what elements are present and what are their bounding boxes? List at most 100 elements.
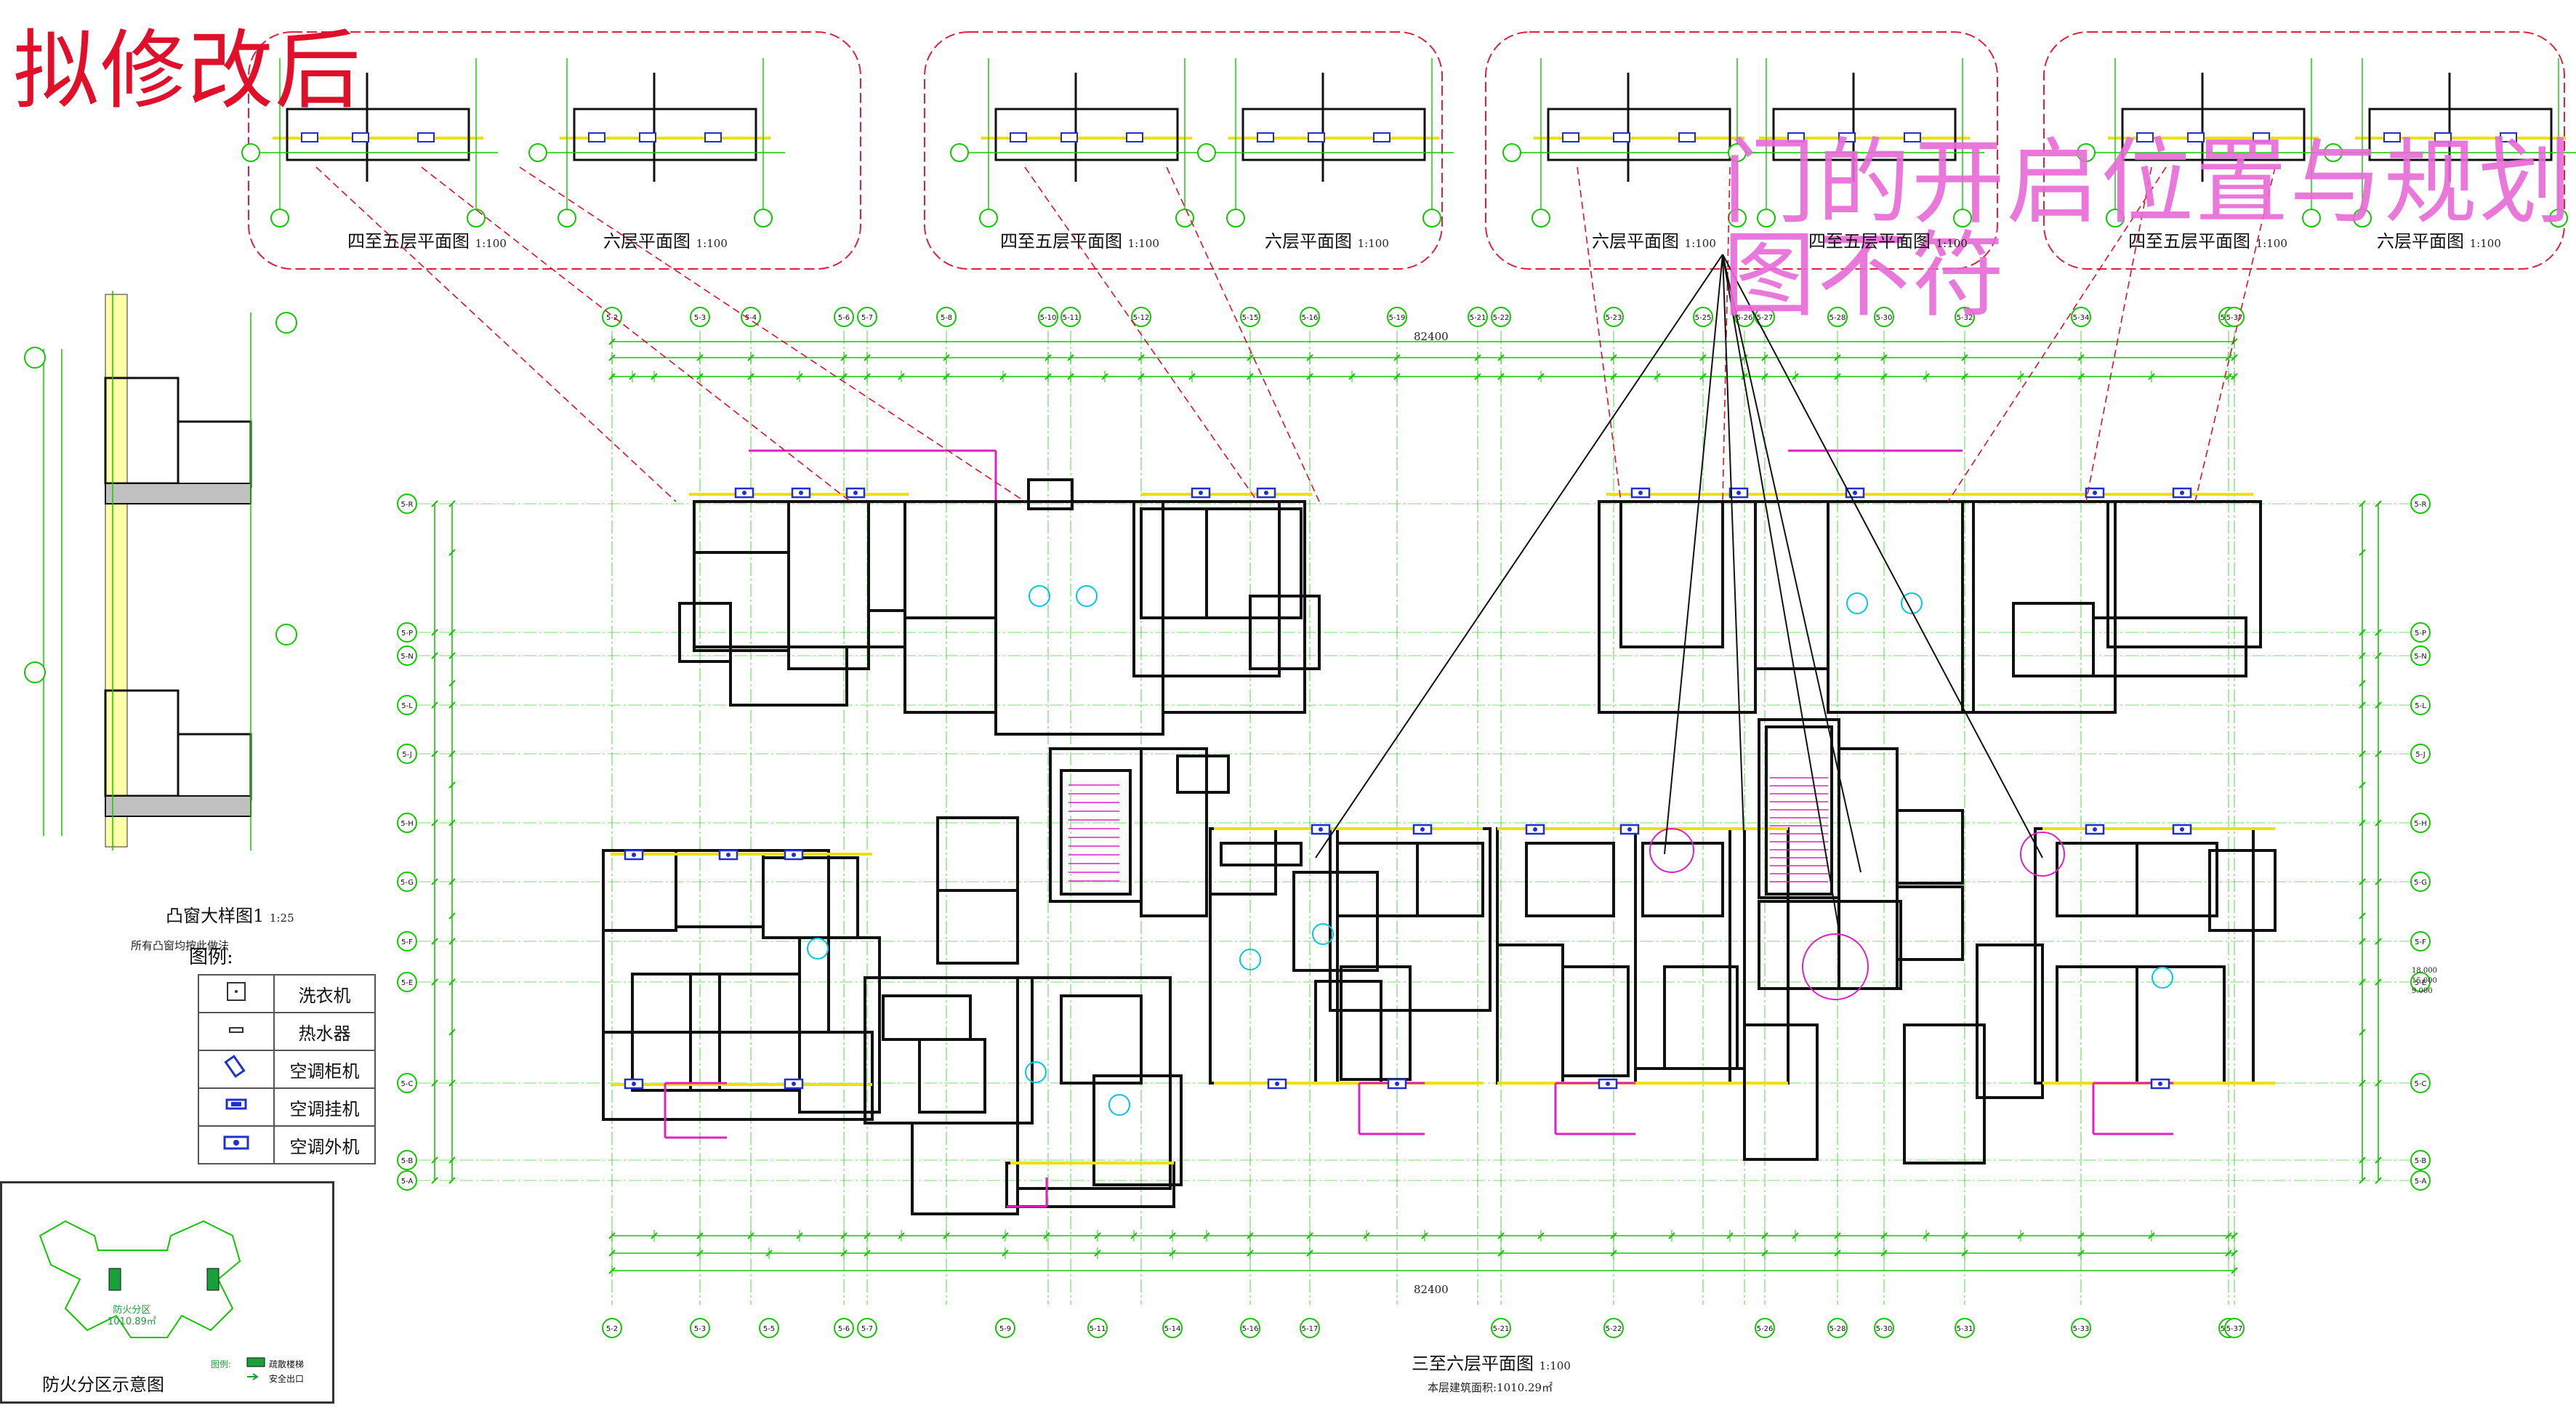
inset-caption-text: 六层平面图	[603, 231, 691, 252]
inset-box-1	[248, 31, 861, 270]
axis-bubble	[1060, 307, 1081, 327]
wall	[2136, 965, 2226, 1085]
axis-bubble	[1955, 307, 1975, 327]
leader-dashed	[315, 166, 677, 502]
axis-bubble	[2410, 1150, 2431, 1170]
wall	[1765, 725, 1833, 896]
ac-outdoor-unit-icon	[1373, 132, 1390, 142]
door-mark	[1649, 828, 1694, 873]
legend-row: 洗衣机	[198, 974, 376, 1013]
axis-label: 5-6	[838, 314, 850, 322]
axis-bubble	[1955, 1318, 1975, 1338]
axis-bubble	[2077, 143, 2096, 162]
dim-tick	[2359, 680, 2366, 687]
legend-label: 空调柜机	[273, 1050, 376, 1089]
dim-tick	[448, 878, 456, 885]
axis-bubble	[1491, 1318, 1511, 1338]
inset-box-4	[2043, 31, 2565, 270]
ac-outdoor-unit-icon	[1060, 132, 1078, 142]
axis-label: 5-28	[1830, 1325, 1846, 1333]
wall	[1416, 842, 1484, 917]
dim-tick	[2375, 500, 2382, 507]
ac-outdoor-unit-icon	[2383, 132, 2401, 142]
axis-bubble	[397, 972, 417, 992]
axis-bubble	[1491, 307, 1511, 327]
water-heater-icon	[198, 1012, 275, 1051]
legend-row: 空调挂机	[198, 1087, 376, 1127]
dim-tick	[448, 1156, 456, 1164]
axis-label: 5-B	[2415, 1157, 2427, 1165]
wall	[729, 645, 848, 707]
detail-column	[105, 294, 128, 848]
ac-fan	[726, 853, 730, 857]
legend-row: 空调柜机	[198, 1050, 376, 1089]
slab	[105, 795, 251, 817]
wall	[1314, 980, 1382, 1085]
ac-fan	[1853, 491, 1857, 495]
washing-machine-icon	[198, 974, 275, 1013]
ac-fan	[1199, 491, 1203, 495]
axis-bubble	[528, 143, 547, 162]
ac-outdoor-unit-icon	[1562, 132, 1579, 142]
main-plan-caption: 三至六层平面图 1:100	[1412, 1349, 1571, 1375]
dim-tick	[2375, 701, 2382, 709]
axis-bubble	[397, 931, 417, 952]
axis-bubble	[1531, 209, 1550, 228]
axis-bubble	[2302, 209, 2321, 228]
axis-label: 5-26	[1757, 1325, 1774, 1333]
axis-label: 5-N	[2414, 653, 2426, 661]
dim-tick	[448, 750, 456, 757]
dim-tick	[431, 1079, 438, 1087]
axis-bubble	[2410, 813, 2431, 833]
axis-label: 5-A	[2415, 1178, 2427, 1186]
ac-fan	[742, 491, 746, 495]
axis-label: 5-J	[402, 751, 411, 759]
dim-tick	[431, 1177, 438, 1184]
ac-outdoor-unit-icon	[1010, 132, 1027, 142]
wall	[1619, 500, 1724, 648]
bay-window-detail	[24, 291, 297, 850]
axis-label: 5-23	[1606, 314, 1622, 322]
axis-label: 5-25	[1695, 314, 1712, 322]
axis-label: 5-R	[2415, 501, 2427, 509]
axis-bubble	[690, 307, 710, 327]
axis-label: 5-L	[2415, 702, 2426, 710]
axis-label: 5-8	[941, 314, 952, 322]
ac-outdoor-unit-icon	[1904, 132, 1921, 142]
axis-label: 5-26	[1736, 314, 1753, 322]
axis-label: 5-16	[1242, 1325, 1259, 1333]
wall	[994, 108, 1179, 161]
ac-outdoor-unit-icon	[1308, 132, 1325, 142]
dim-tick	[431, 629, 438, 636]
wall	[2106, 500, 2262, 648]
wall	[1772, 108, 1957, 161]
axis-bubble	[275, 312, 297, 334]
ac-fan	[2180, 491, 2184, 495]
dim-tick	[448, 819, 456, 826]
dim-tick	[448, 652, 456, 659]
legend-row: 热水器	[198, 1012, 376, 1051]
wall	[1162, 500, 1306, 714]
fire-zone-legend-swatch	[246, 1357, 265, 1367]
axis-bubble	[2324, 143, 2343, 162]
ac-fan	[2093, 827, 2097, 832]
axis-bubble	[1468, 307, 1488, 327]
ac-outdoor-unit-icon	[1787, 132, 1805, 142]
wall	[787, 500, 870, 670]
dim-tick	[431, 819, 438, 826]
axis-bubble	[2410, 1073, 2431, 1093]
axis-bubble	[1162, 1318, 1183, 1338]
inset-caption-text: 四至五层平面图	[1000, 231, 1122, 252]
inset-4-left-caption: 四至五层平面图 1:100	[2128, 227, 2287, 252]
ac-outdoor-unit-icon	[1257, 132, 1274, 142]
axis-label: 5-27	[1757, 314, 1774, 322]
axis-bubble	[397, 645, 417, 666]
axis-bubble	[1827, 307, 1848, 327]
wall	[675, 853, 765, 928]
ac-fan	[1736, 491, 1741, 495]
axis-label: 5-9	[999, 1325, 1011, 1333]
dim-tick	[448, 701, 456, 709]
wall	[1976, 944, 2044, 1099]
axis-bubble	[270, 209, 289, 228]
axis-bubble	[467, 209, 486, 228]
